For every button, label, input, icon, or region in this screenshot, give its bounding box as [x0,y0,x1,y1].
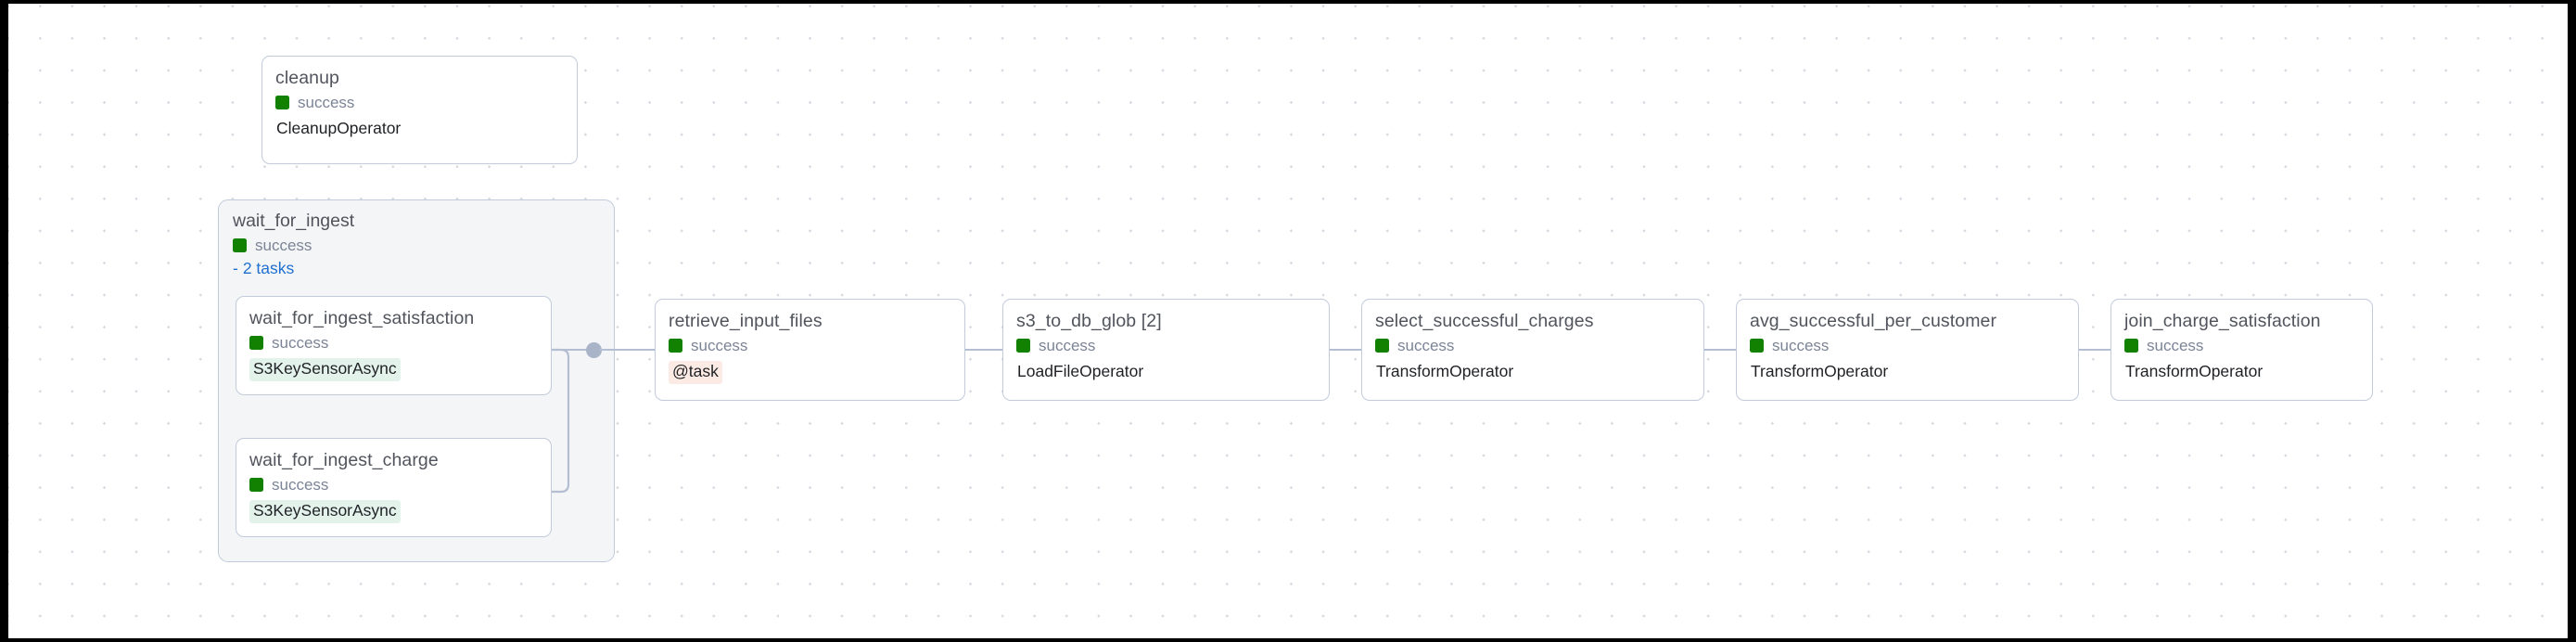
task-node-title: wait_for_ingest_charge [249,450,439,470]
task-node-status: success [275,95,564,110]
task-node-title: select_successful_charges [1375,311,1594,331]
task-node-title: join_charge_satisfaction [2124,311,2321,331]
task-node-title: cleanup [275,68,340,88]
task-node-title: s3_to_db_glob [2] [1016,311,1162,331]
task-node-status: success [1750,338,2065,353]
task-node-status: success [1375,338,1690,353]
task-node-join-charge-satisfaction[interactable]: join_charge_satisfaction success Transfo… [2111,299,2373,401]
task-group-task-count-label: 2 tasks [242,259,295,278]
task-node-wait-for-ingest-satisfaction[interactable]: wait_for_ingest_satisfaction success S3K… [236,296,552,395]
task-group-collapse-toggle[interactable]: - 2 tasks [233,261,354,277]
task-node-operator: TransformOperator [1376,362,1514,381]
task-node-s3-to-db-glob[interactable]: s3_to_db_glob [2] success LoadFileOperat… [1002,299,1330,401]
task-node-operator: @task [669,361,722,385]
task-node-operator: TransformOperator [1751,362,1889,381]
status-swatch-success [233,238,247,253]
status-swatch-success [1375,339,1389,353]
status-swatch-success [275,96,289,110]
status-swatch-success [1750,339,1764,353]
task-node-avg-successful-per-customer[interactable]: avg_successful_per_customer success Tran… [1736,299,2079,401]
task-node-status: success [2124,338,2359,353]
minus-icon: - [233,259,238,278]
edge-select-successful-charges-to-avg-successful-per-customer [1704,349,1736,352]
task-node-status: success [249,335,538,351]
task-group-header: wait_for_ingest success - 2 tasks [233,211,354,277]
task-node-operator: S3KeySensorAsync [249,500,401,524]
task-node-cleanup[interactable]: cleanup success CleanupOperator [261,56,578,164]
task-node-title: wait_for_ingest_satisfaction [249,308,475,328]
task-node-title: retrieve_input_files [669,311,823,331]
status-label: success [1397,337,1455,355]
status-swatch-success [249,478,263,493]
task-node-operator: CleanupOperator [276,119,402,138]
edge-retrieve-to-s3-to-db-glob [965,349,1002,352]
status-swatch-success [2124,339,2138,353]
task-node-operator: TransformOperator [2125,362,2264,381]
status-swatch-success [249,336,263,351]
task-node-select-successful-charges[interactable]: select_successful_charges success Transf… [1361,299,1704,401]
edge-junction-dot [586,342,602,358]
status-label: success [1772,337,1830,355]
edge-avg-successful-per-customer-to-join-charge-satisfaction [2079,349,2111,352]
edge-satisfaction-to-junction [552,349,600,352]
task-node-status: success [669,338,951,353]
status-label: success [272,476,329,494]
status-swatch-success [669,339,682,353]
task-group-title: wait_for_ingest [233,211,355,231]
status-label: success [255,237,312,255]
edge-junction-to-retrieve-input-files [599,349,655,352]
task-node-wait-for-ingest-charge[interactable]: wait_for_ingest_charge success S3KeySens… [236,438,552,537]
task-node-status: success [1016,338,1316,353]
task-node-title: avg_successful_per_customer [1750,311,1997,331]
status-label: success [272,334,329,353]
status-label: success [1039,337,1096,355]
task-node-operator: LoadFileOperator [1017,362,1144,381]
task-node-operator: S3KeySensorAsync [249,358,401,382]
status-label: success [298,94,355,112]
task-node-retrieve-input-files[interactable]: retrieve_input_files success @task [655,299,965,401]
edge-s3-to-db-glob-to-select-successful-charges [1330,349,1361,352]
task-group-status: success [233,238,354,253]
task-node-status: success [249,477,538,493]
status-swatch-success [1016,339,1030,353]
status-label: success [2147,337,2204,355]
status-label: success [691,337,748,355]
